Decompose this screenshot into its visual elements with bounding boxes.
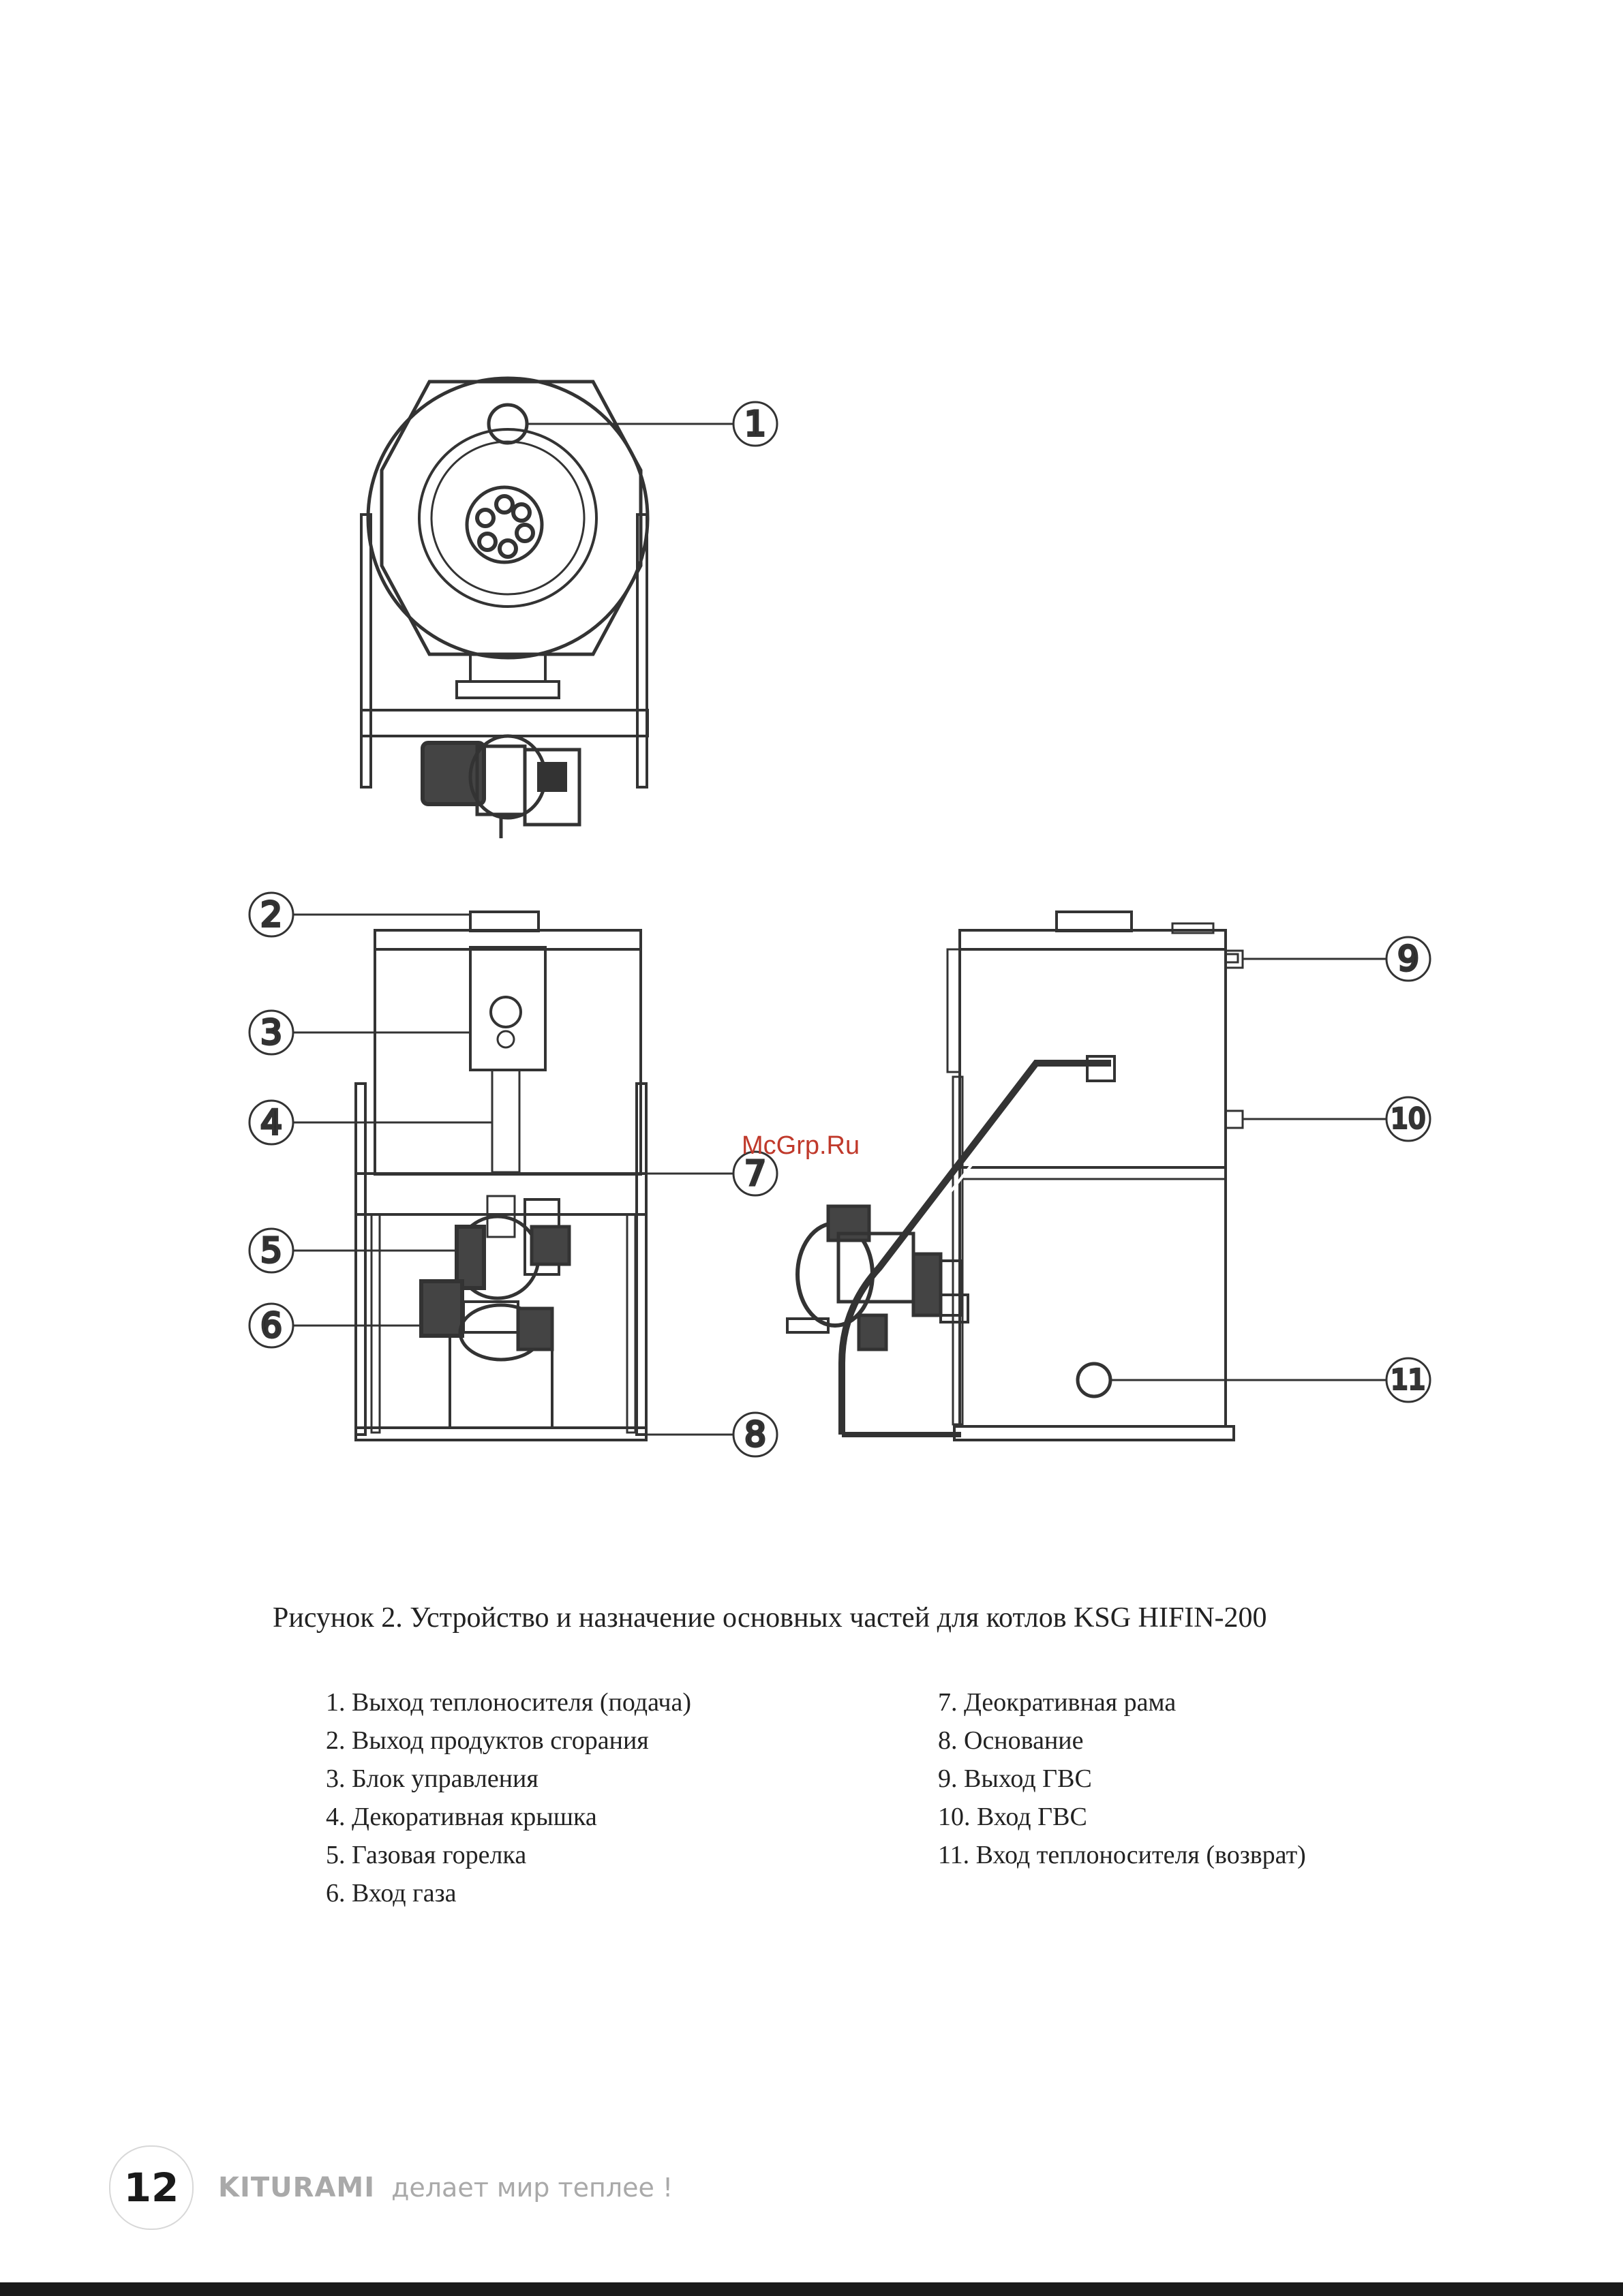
side-view bbox=[786, 910, 1387, 1441]
callout-3: 3 bbox=[248, 1009, 294, 1056]
legend-item: 5. Газовая горелка bbox=[326, 1841, 527, 1869]
callout-number: 6 bbox=[260, 1306, 282, 1345]
callout-number: 11 bbox=[1391, 1364, 1426, 1396]
top-view bbox=[360, 376, 733, 838]
legend-left-column: 1. Выход теплоносителя (подача) 2. Выход… bbox=[326, 1683, 691, 1912]
legend-item: 4. Декоративная крышка bbox=[326, 1803, 597, 1831]
legend-item: 9. Выход ГВС bbox=[938, 1764, 1092, 1793]
legend-item: 10. Вход ГВС bbox=[938, 1803, 1087, 1831]
callout-number: 5 bbox=[260, 1231, 282, 1270]
callout-8: 8 bbox=[732, 1411, 778, 1458]
callout-2: 2 bbox=[248, 891, 294, 938]
callout-number: 3 bbox=[260, 1013, 282, 1052]
callout-5: 5 bbox=[248, 1227, 294, 1274]
front-view bbox=[293, 910, 733, 1441]
brand-slogan: делает мир теплее ! bbox=[391, 2173, 673, 2203]
legend-item: 11. Вход теплоносителя (возврат) bbox=[938, 1841, 1306, 1869]
legend-item: 6. Вход газа bbox=[326, 1879, 457, 1908]
legend-item: 1. Выход теплоносителя (подача) bbox=[326, 1688, 692, 1717]
callout-number: 4 bbox=[260, 1103, 282, 1142]
callout-number: 8 bbox=[744, 1415, 766, 1454]
callout-1: 1 bbox=[732, 401, 778, 447]
callout-9: 9 bbox=[1385, 936, 1431, 982]
brand-name: KITURAMI bbox=[218, 2172, 376, 2203]
legend-item: 7. Деокративная рама bbox=[938, 1688, 1177, 1717]
watermark: McGrp.Ru bbox=[742, 1131, 860, 1160]
callout-10: 10 bbox=[1385, 1096, 1431, 1142]
callout-number: 7 bbox=[744, 1154, 766, 1193]
page-number: 12 bbox=[109, 2145, 194, 2230]
figure-caption: Рисунок 2. Устройство и назначение основ… bbox=[273, 1602, 1267, 1634]
bottom-border bbox=[0, 2282, 1623, 2296]
callout-number: 10 bbox=[1391, 1103, 1426, 1135]
callout-4: 4 bbox=[248, 1099, 294, 1146]
callout-6: 6 bbox=[248, 1302, 294, 1349]
callout-number: 2 bbox=[260, 895, 282, 934]
callout-number: 1 bbox=[744, 404, 766, 444]
legend-right-column: 7. Деокративная рама 8. Основание 9. Вых… bbox=[938, 1683, 1306, 1874]
callout-11: 11 bbox=[1385, 1357, 1431, 1403]
callout-7: 7 bbox=[732, 1150, 778, 1197]
legend-item: 2. Выход продуктов сгорания bbox=[326, 1726, 649, 1755]
legend-item: 8. Основание bbox=[938, 1726, 1084, 1755]
callout-number: 9 bbox=[1397, 939, 1419, 979]
page-footer: 12 KITURAMI делает мир теплее ! bbox=[109, 2145, 673, 2230]
legend-item: 3. Блок управления bbox=[326, 1764, 539, 1793]
